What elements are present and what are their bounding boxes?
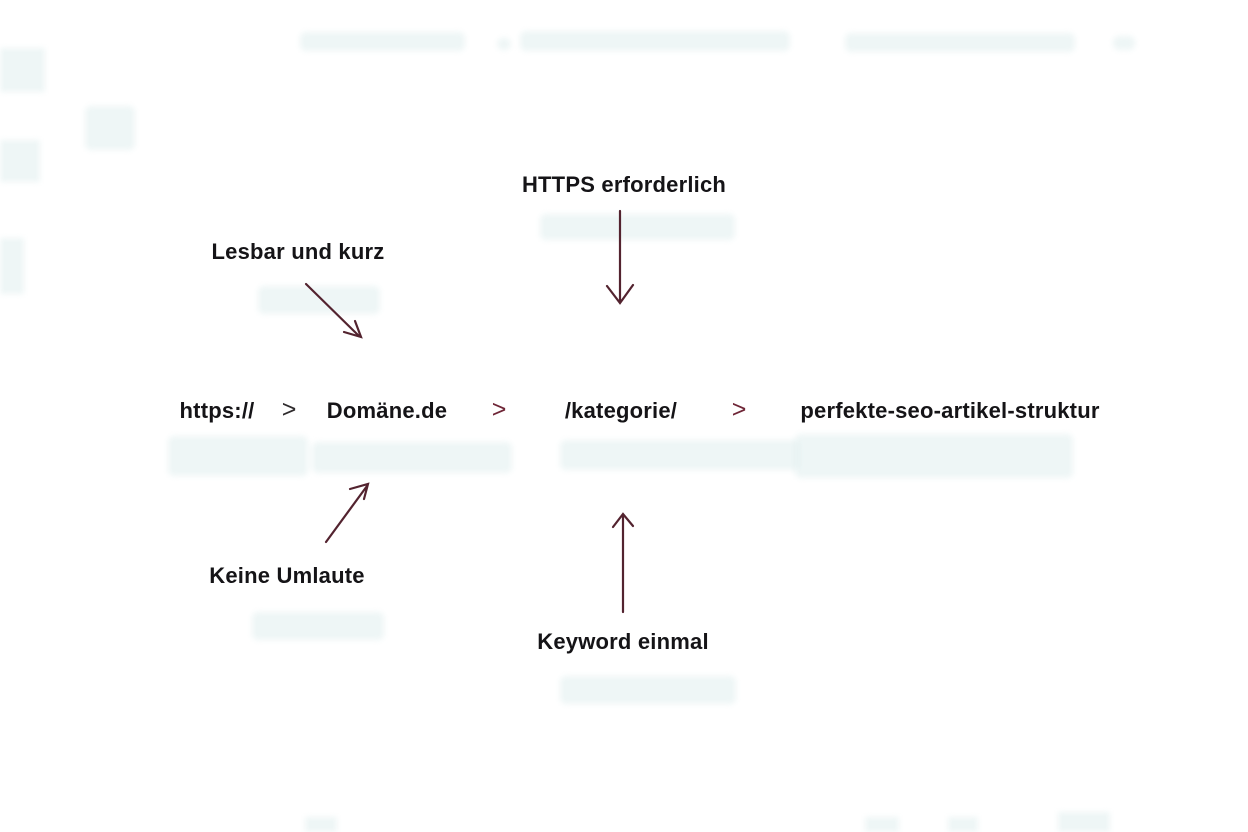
annotation-keyword-once: Keyword einmal xyxy=(537,629,709,654)
ghost-artifact xyxy=(520,31,790,51)
ghost-artifact xyxy=(0,238,24,294)
url-segment-protocol: https:// xyxy=(179,398,255,423)
url-segment-category: /kategorie/ xyxy=(564,398,678,423)
ghost-artifact xyxy=(865,817,899,832)
separator-chevron-icon: > xyxy=(491,395,507,424)
ghost-artifact xyxy=(305,817,337,832)
annotation-no-umlauts: Keine Umlaute xyxy=(209,563,365,588)
url-segment-slug: perfekte-seo-artikel-struktur xyxy=(800,398,1100,423)
ghost-artifact xyxy=(560,440,800,470)
ghost-artifact xyxy=(1058,812,1110,832)
ghost-artifact xyxy=(0,48,45,92)
ghost-artifact xyxy=(948,817,978,832)
ghost-artifact xyxy=(258,286,380,314)
ghost-artifact xyxy=(312,442,512,473)
separator-chevron-icon: > xyxy=(731,395,747,424)
url-segment-domain: Domäne.de xyxy=(326,398,448,423)
ghost-artifact xyxy=(845,33,1075,52)
ghost-artifact xyxy=(540,214,735,240)
arrow-readable-diagonal xyxy=(304,282,363,339)
annotation-https-required: HTTPS erforderlich xyxy=(521,172,727,197)
separator-chevron-icon: > xyxy=(281,395,297,424)
ghost-artifact xyxy=(497,38,511,50)
annotation-readable-short: Lesbar und kurz xyxy=(211,239,385,264)
arrow-keyword-up xyxy=(611,512,635,614)
arrow-https-down xyxy=(605,209,635,305)
ghost-artifact xyxy=(1113,36,1135,50)
ghost-artifact xyxy=(795,434,1073,478)
ghost-artifact xyxy=(252,612,384,640)
ghost-artifact xyxy=(300,32,465,51)
ghost-artifact xyxy=(560,676,736,704)
ghost-artifact xyxy=(168,436,308,476)
ghost-artifact xyxy=(0,140,40,182)
ghost-artifact xyxy=(85,106,135,150)
arrow-no-umlauts-diagonal xyxy=(324,482,370,544)
